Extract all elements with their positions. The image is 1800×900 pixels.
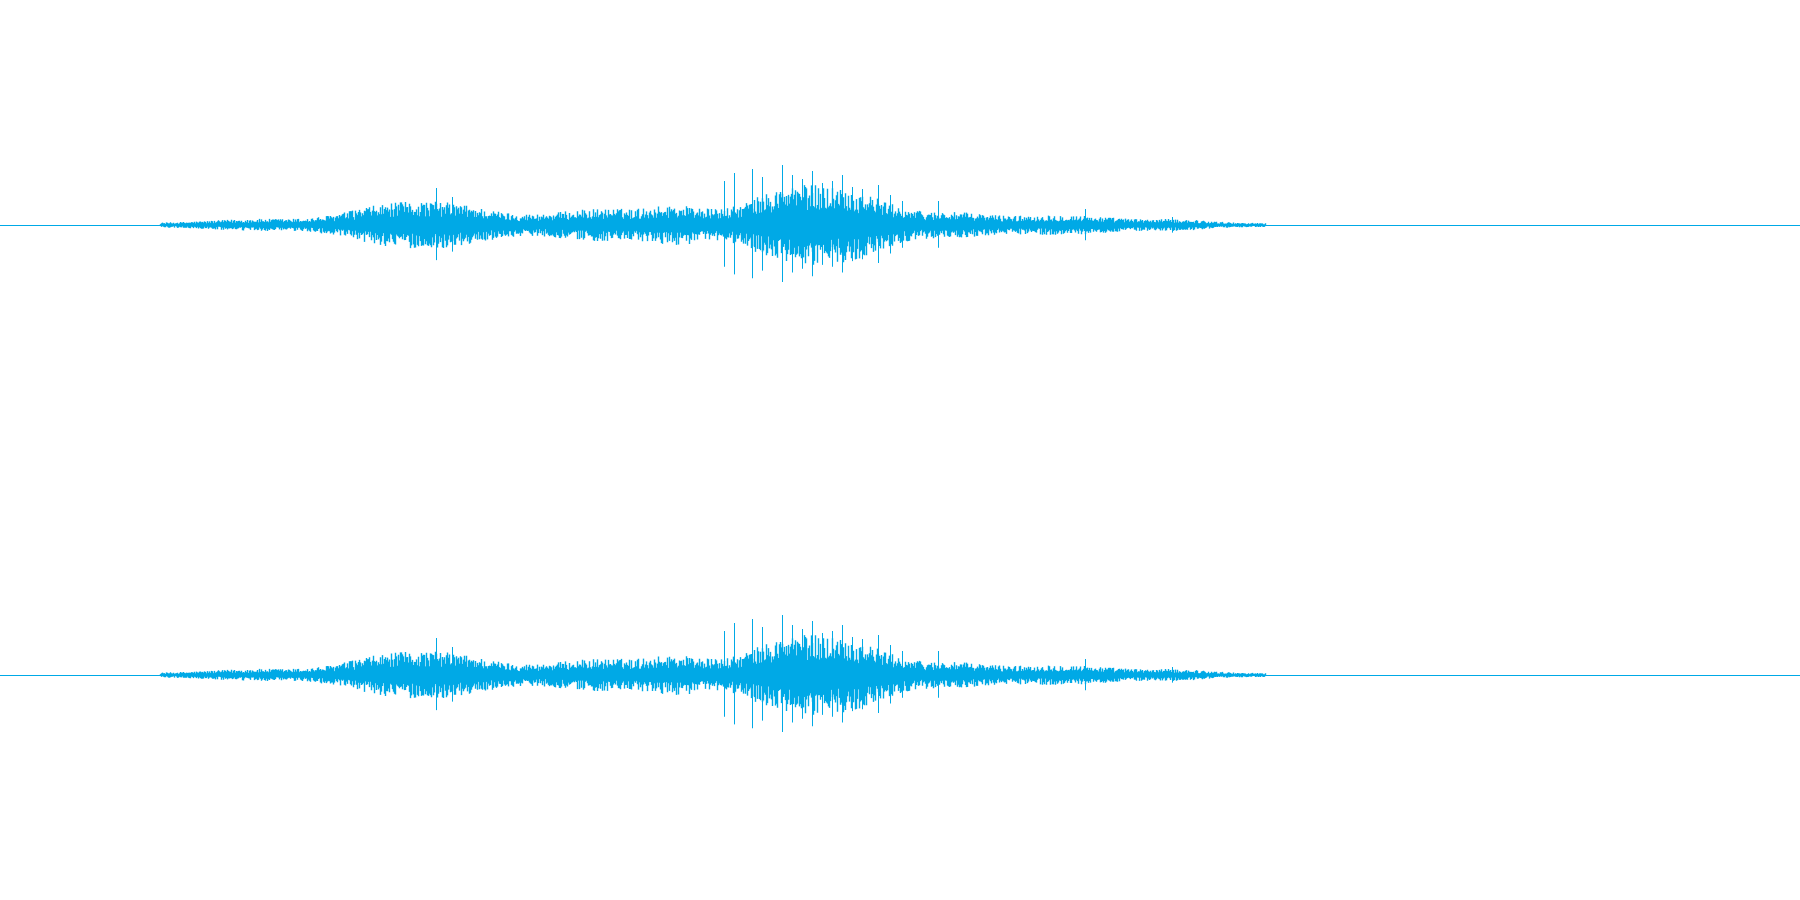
waveform-body [159,185,1267,265]
waveform-channel-right [0,615,1800,732]
waveform-channel-left [0,165,1800,282]
waveform-transients [436,615,1173,732]
waveform-transients [436,165,1173,282]
waveform-body [159,635,1267,715]
